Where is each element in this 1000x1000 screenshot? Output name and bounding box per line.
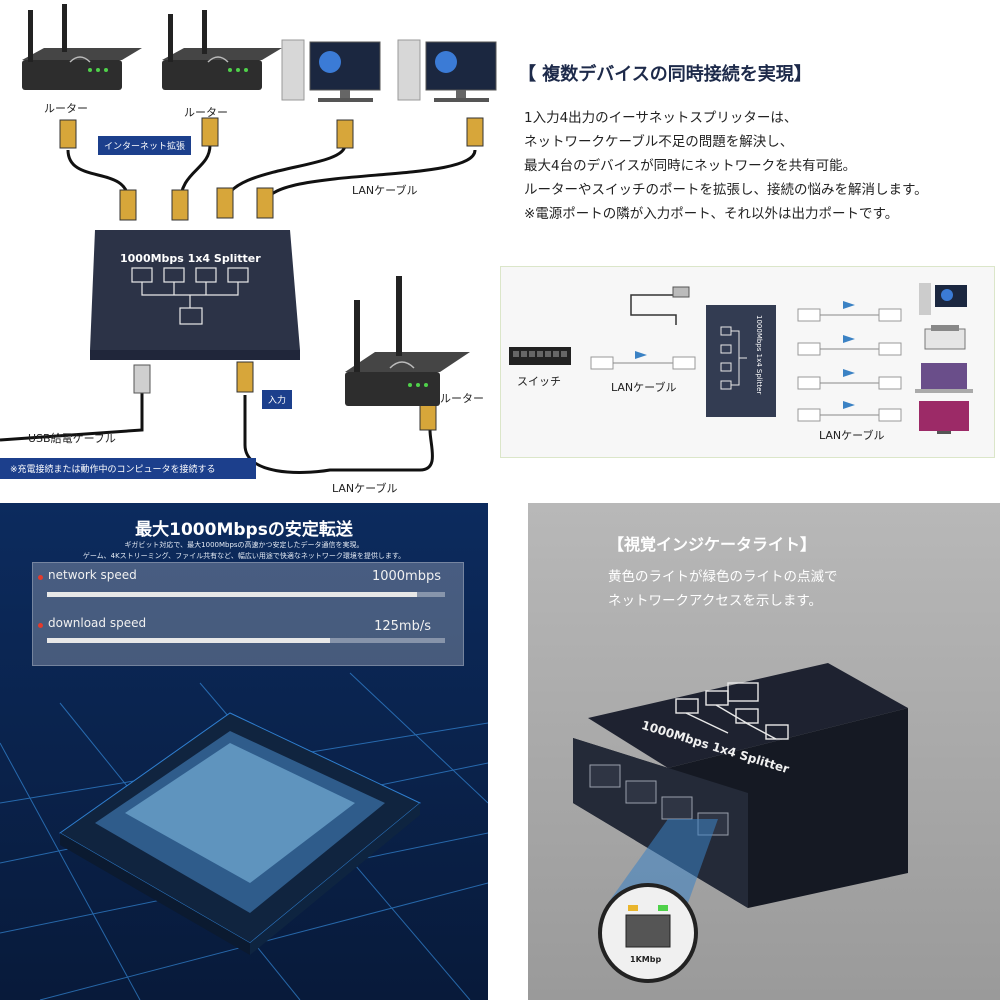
speed-title: 最大1000Mbpsの安定転送: [135, 520, 353, 540]
indicator-title: 【視覚インジケータライト】: [608, 535, 817, 554]
desktop-pc-icon: [919, 283, 967, 315]
lan-cable-label: LANケーブル: [611, 381, 677, 394]
router-icon: [162, 10, 282, 90]
connection-diagram-panel: ルーター ルーター インターネット拡張 LANケーブル 1000Mbps 1x4…: [0, 0, 500, 500]
splitter-photo: [573, 663, 908, 983]
lan-cable-label: LANケーブル: [819, 429, 885, 442]
metric-label: download speed: [48, 616, 147, 630]
cable-pc-left: [223, 144, 347, 206]
port-label: 1KMbp: [630, 955, 662, 964]
feature-line: ※電源ポートの隣が入力ポート、それ以外は出力ポートです。: [524, 206, 899, 222]
feature-line: ネットワークケーブル不足の問題を解決し、: [524, 134, 794, 150]
rj45-connector-icon: [119, 189, 137, 221]
indicator-panel: 【視覚インジケータライト】 黄色のライトが緑色のライトの点滅で ネットワークアク…: [528, 503, 1000, 1000]
speed-metrics-card: network speed 1000mbps download speed 12…: [32, 562, 464, 666]
arrow-icon: [843, 301, 855, 409]
rj45-connector-icon: [171, 189, 189, 221]
input-tag: 入力: [262, 390, 293, 409]
speed-panel: 最大1000Mbpsの安定転送 ギガビット対応で、最大1000Mbpsの高速かつ…: [0, 503, 488, 1000]
rj45-connector-icon: [201, 117, 219, 147]
feature-line: ルーターやスイッチのポートを拡張し、接続の悩みを解消します。: [524, 182, 928, 198]
indicator-line: ネットワークアクセスを示します。: [608, 593, 822, 609]
rj45-connector-icon: [216, 187, 234, 219]
router-label: ルーター: [440, 392, 484, 405]
switch-diagram: [509, 283, 973, 434]
router-icon: [345, 276, 470, 406]
chip-illustration: [0, 503, 488, 1000]
metric-value: 1000mbps: [371, 569, 441, 584]
metric-label: network speed: [48, 568, 137, 582]
arrow-icon: [635, 351, 647, 359]
usb-cable-label: USB給電ケーブル: [28, 432, 116, 445]
usb-connector-icon: [672, 286, 690, 298]
rj45-connector-icon: [256, 187, 274, 219]
connection-diagram: [0, 4, 497, 474]
router-label: ルーター: [184, 106, 228, 119]
switch-label: スイッチ: [517, 375, 561, 388]
splitter-device-label: 1000Mbps 1x4 Splitter: [755, 315, 763, 395]
lan-cable-label: LANケーブル: [352, 184, 418, 197]
metric-progress-track: [47, 638, 445, 643]
router-icon: [22, 4, 142, 90]
desktop-pc-icon: [281, 39, 381, 102]
usb-cable: [0, 390, 144, 442]
led-amber-icon: [628, 905, 638, 911]
metric-progress-track: [47, 592, 445, 597]
metric-progress-fill: [47, 592, 418, 597]
ethernet-port-icon: [625, 780, 657, 804]
switch-diagram-panel: スイッチ LANケーブル 1000Mbps 1x4 Splitter LANケー…: [500, 266, 995, 458]
feature-title: 【 複数デバイスの同時接続を実現】: [518, 64, 812, 85]
router-label: ルーター: [44, 102, 88, 115]
laptop-icon: [915, 363, 973, 393]
desktop-pc-icon: [397, 39, 497, 102]
splitter-device-label: 1000Mbps 1x4 Splitter: [120, 252, 261, 265]
usb-connector-icon: [133, 364, 151, 394]
ethernet-port-icon: [661, 796, 693, 820]
tv-icon: [919, 401, 969, 434]
internet-extension-tag: インターネット拡張: [98, 136, 192, 155]
speed-subtitle: ギガビット対応で、最大1000Mbpsの高速かつ安定したデータ通信を実現。: [124, 541, 364, 549]
metric-progress-fill: [47, 638, 330, 643]
speed-subtitle: ゲーム、4Kストリーミング、ファイル共有など、幅広い用途で快適なネットワーク環境…: [82, 552, 406, 560]
power-note-tag: ※充電接続または動作中のコンピュータを接続する: [0, 458, 256, 479]
cable-pc-right: [263, 149, 477, 206]
feature-text-panel: 【 複数デバイスの同時接続を実現】 1入力4出力のイーサネットスプリッターは、 …: [500, 0, 1000, 262]
metric-bullet-icon: [38, 623, 43, 628]
splitter-device-icon: [90, 230, 300, 360]
cable-router-left: [66, 149, 130, 201]
network-switch-icon: [509, 347, 571, 365]
lan-cable-label: LANケーブル: [332, 482, 398, 495]
feature-line: 1入力4出力のイーサネットスプリッターは、: [524, 110, 798, 126]
printer-icon: [924, 325, 966, 350]
feature-line: 最大4台のデバイスが同時にネットワークを共有可能。: [524, 158, 857, 174]
rj45-connector-icon: [236, 361, 254, 393]
metric-value: 125mb/s: [374, 619, 431, 634]
rj45-connector-icon: [336, 119, 354, 149]
rj45-connector-icon: [59, 119, 77, 149]
metric-bullet-icon: [38, 575, 43, 580]
ethernet-port-icon: [625, 914, 671, 948]
indicator-line: 黄色のライトが緑色のライトの点滅で: [608, 569, 838, 585]
ethernet-port-icon: [589, 764, 621, 788]
rj45-connector-icon: [466, 117, 484, 147]
splitter-device-icon: [706, 305, 776, 417]
led-green-icon: [658, 905, 668, 911]
